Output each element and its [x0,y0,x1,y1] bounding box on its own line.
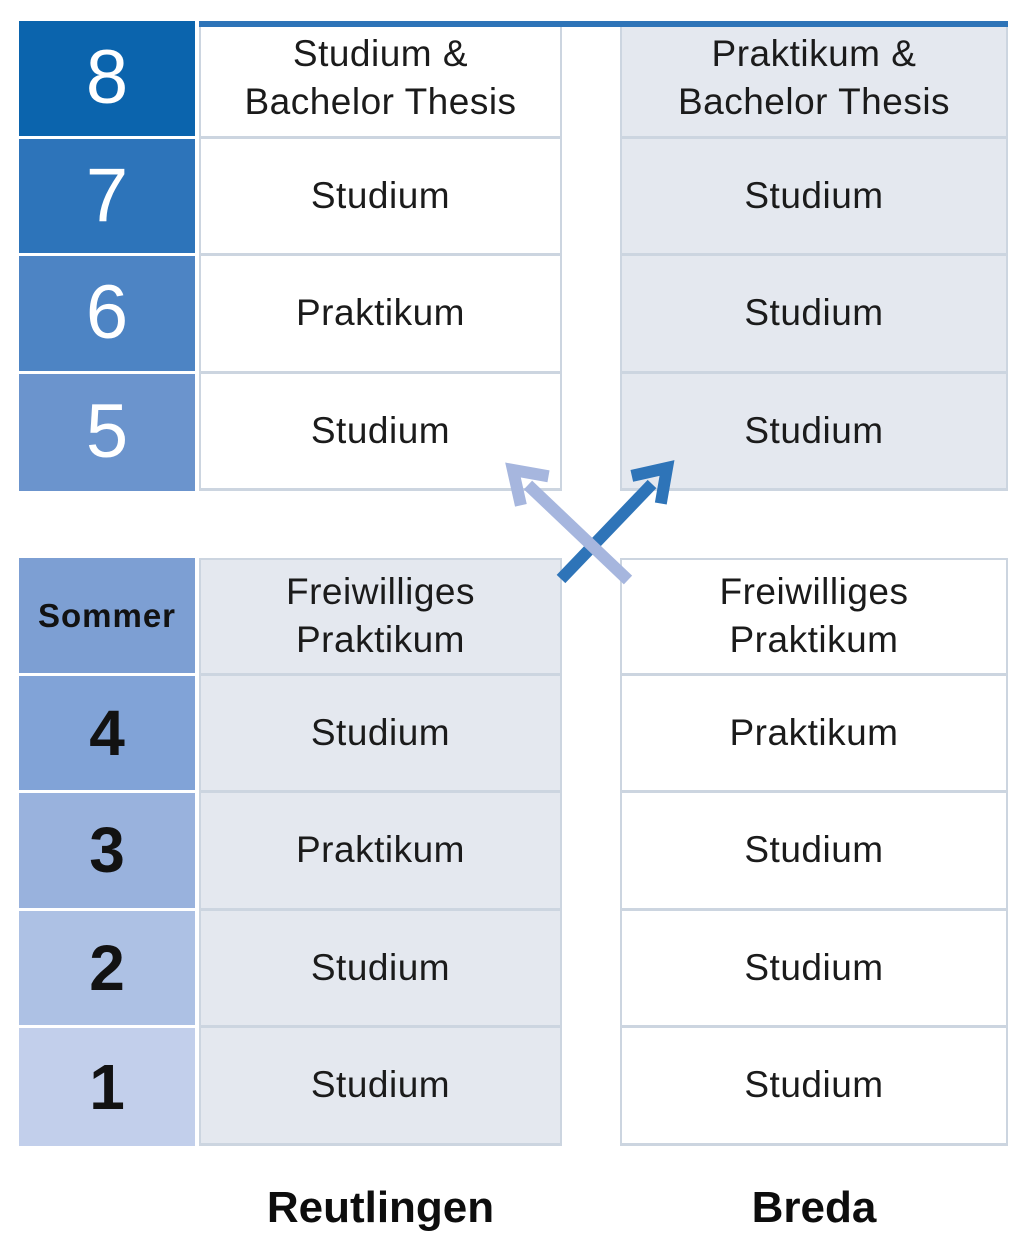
cell-text: Studium [744,292,884,334]
semester-header-cell-2: 2 [19,910,195,1028]
semester-number: 2 [89,931,125,1004]
breda-cell-sommer: Freiwilliges Praktikum [620,558,1008,676]
semester-header-cell-6: 6 [19,256,195,374]
breda-cell-sem2: Studium [620,910,1008,1028]
semester-number: 6 [85,270,129,356]
semester-header-cell-3: 3 [19,793,195,911]
reutlingen-cell-sem3: Praktikum [199,793,562,911]
reutlingen-cell-sem8: Studium & Bachelor Thesis [199,21,562,139]
semester-number: 5 [85,389,129,475]
breda-cell-sem1: Studium [620,1028,1008,1146]
cell-text: Studium & Bachelor Thesis [244,33,517,123]
cell-text: Studium [744,946,884,988]
semester-number: 1 [89,1050,125,1123]
reutlingen-cell-sem4: Studium [199,675,562,793]
breda-cell-sem6: Studium [620,256,1008,374]
cell-text: Studium [310,1064,451,1106]
reutlingen-cell-sem2: Studium [199,910,562,1028]
semester-header-cell-8: 8 [19,21,195,139]
reutlingen-cell-sem6: Praktikum [199,256,562,374]
semester-label: Sommer [37,596,177,634]
cell-text: Freiwilliges Praktikum [286,571,475,661]
cell-text: Praktikum [296,829,465,871]
reutlingen-cell-sommer: Freiwilliges Praktikum [199,558,562,676]
location-label-breda: Breda [751,1183,877,1232]
cell-text: Studium [744,1064,884,1106]
cell-text: Praktikum [729,711,899,753]
semester-number: 8 [85,35,129,121]
semester-number: 7 [85,152,129,238]
breda-cell-sem5: Studium [620,373,1008,491]
cell-text: Studium [744,829,884,871]
semester-header-cell-1: 1 [19,1028,195,1146]
semester-header-cell-4: 4 [19,675,195,793]
cell-text: Studium [310,946,451,988]
reutlingen-cell-sem1: Studium [199,1028,562,1146]
breda-cell-sem8: Praktikum & Bachelor Thesis [620,21,1008,139]
reutlingen-cell-sem7: Studium [199,138,562,256]
semester-header-cell-7: 7 [19,138,195,256]
top-accent-bar [199,21,1008,27]
cell-text: Studium [310,711,451,753]
cell-text: Studium [744,409,884,451]
breda-cell-sem7: Studium [620,138,1008,256]
semester-header-cell-sommer: Sommer [19,558,195,676]
reutlingen-cell-sem5: Studium [199,373,562,491]
cell-text: Studium [310,409,451,451]
cell-text: Studium [310,174,451,216]
semester-number: 3 [89,814,125,887]
cell-text: Praktikum [296,292,465,334]
semester-header-cell-5: 5 [19,373,195,491]
breda-cell-sem3: Studium [620,793,1008,911]
breda-cell-sem4: Praktikum [620,675,1008,793]
semester-number: 4 [89,696,125,769]
cell-text: Freiwilliges Praktikum [719,571,909,661]
cell-text: Praktikum & Bachelor Thesis [677,33,951,123]
location-label-reutlingen: Reutlingen [266,1183,495,1232]
cell-text: Studium [744,174,884,216]
